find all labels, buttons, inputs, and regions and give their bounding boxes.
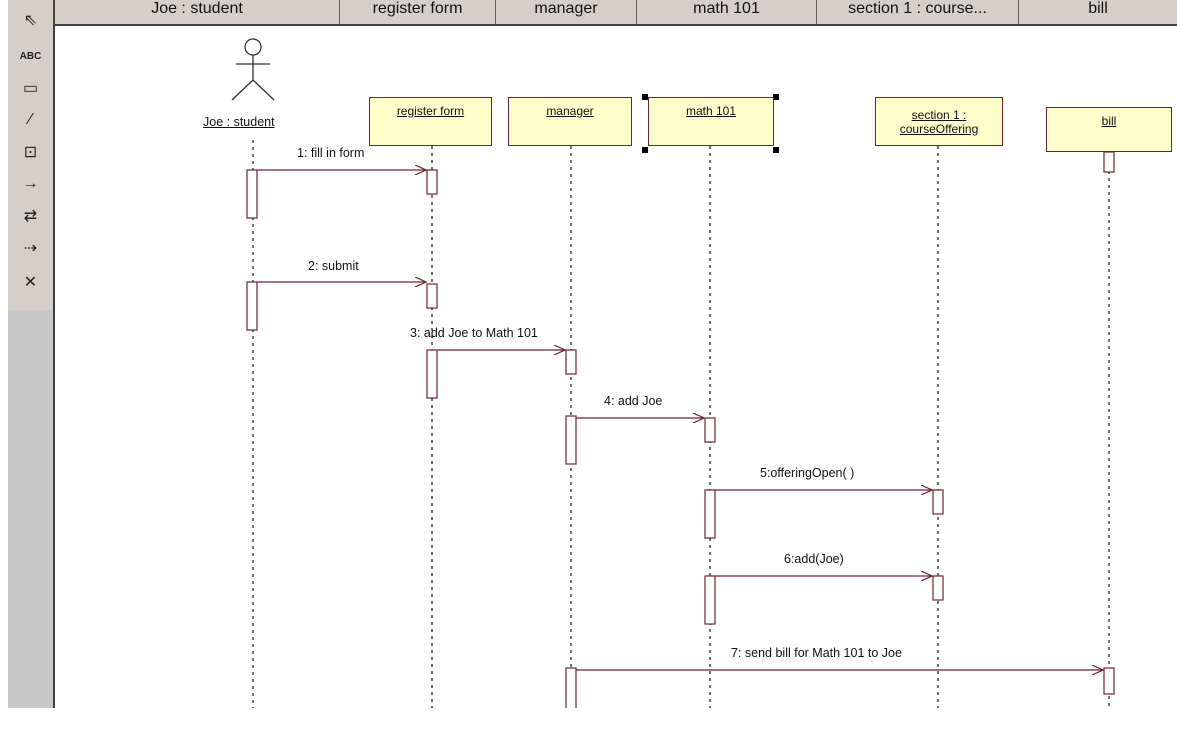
header-cell-manager[interactable]: manager	[496, 0, 637, 24]
destroy-marker-icon[interactable]: ✕	[12, 268, 49, 296]
selection-handles[interactable]	[642, 94, 779, 153]
toolbar-empty-area	[8, 310, 53, 720]
header-cell-joe-student[interactable]: Joe : student	[55, 0, 340, 24]
object-section1-label-line1: section 1 :	[911, 107, 967, 122]
header-cell-section1[interactable]: section 1 : course...	[817, 0, 1019, 24]
activation-bar[interactable]	[426, 283, 438, 309]
bottom-margin	[0, 708, 1177, 737]
actor-stick-figure[interactable]	[231, 38, 275, 101]
object-section1-courseoffering[interactable]: section 1 : courseOffering	[875, 97, 1003, 146]
object-bill[interactable]: bill	[1046, 107, 1172, 152]
header-cell-register-form[interactable]: register form	[340, 0, 496, 24]
activation-bar[interactable]	[704, 489, 716, 539]
select-pointer-icon[interactable]: ⇖	[12, 6, 49, 34]
note-tool-icon[interactable]: ▭	[12, 74, 49, 102]
header-cell-math101[interactable]: math 101	[637, 0, 817, 24]
return-message-glyph: ⇄	[23, 208, 38, 225]
object-tool-glyph: ⊡	[23, 144, 38, 161]
message-label-5[interactable]: 5:offeringOpen( )	[760, 466, 855, 480]
message-label-1[interactable]: 1: fill in form	[297, 146, 365, 160]
text-tool-icon[interactable]: ABC	[12, 42, 49, 70]
window-left-edge	[0, 0, 8, 737]
message-label-2[interactable]: 2: submit	[308, 259, 359, 273]
lifeline-header-bar: Joe : student register form manager math…	[55, 0, 1177, 26]
note-tool-glyph: ▭	[22, 80, 39, 97]
anchor-line-icon[interactable]: ⁄	[12, 106, 49, 134]
actor-label-joe-student[interactable]: Joe : student	[203, 115, 275, 129]
message-label-6[interactable]: 6:add(Joe)	[784, 552, 844, 566]
activation-bar[interactable]	[704, 417, 716, 443]
message-arrow-icon[interactable]: →	[12, 170, 49, 198]
async-message-icon[interactable]: ⇢	[12, 234, 49, 262]
object-register-form[interactable]: register form	[369, 97, 492, 146]
activation-bar[interactable]	[932, 489, 944, 515]
message-label-7[interactable]: 7: send bill for Math 101 to Joe	[731, 646, 902, 660]
message-label-4[interactable]: 4: add Joe	[604, 394, 663, 408]
diagram-toolbar: ⇖ ABC ▭ ⁄ ⊡ → ⇄ ⇢ ✕	[8, 0, 54, 720]
object-tool-icon[interactable]: ⊡	[12, 138, 49, 166]
activation-bar[interactable]	[246, 169, 258, 219]
message-label-3[interactable]: 3: add Joe to Math 101	[410, 326, 538, 340]
object-section1-label-line2: courseOffering	[899, 121, 979, 136]
activation-bar[interactable]	[246, 281, 258, 331]
object-manager-label: manager	[546, 103, 594, 118]
destroy-marker-glyph: ✕	[23, 274, 38, 291]
return-message-icon[interactable]: ⇄	[12, 202, 49, 230]
object-math101[interactable]: math 101	[648, 97, 774, 146]
activation-bar[interactable]	[1103, 151, 1115, 173]
object-register-form-label: register form	[396, 103, 465, 118]
header-cell-bill[interactable]: bill	[1088, 0, 1108, 17]
activation-bar[interactable]	[426, 349, 438, 399]
select-pointer-glyph: ⇖	[23, 12, 38, 29]
async-message-glyph: ⇢	[23, 240, 38, 257]
activation-bar[interactable]	[426, 169, 438, 195]
object-math101-label: math 101	[685, 103, 737, 118]
message-arrow-glyph: →	[22, 175, 39, 192]
object-manager[interactable]: manager	[508, 97, 632, 146]
activation-bar[interactable]	[704, 575, 716, 625]
anchor-line-glyph: ⁄	[29, 111, 32, 128]
activation-bar[interactable]	[1103, 667, 1115, 695]
text-tool-glyph: ABC	[19, 50, 42, 62]
activation-bar[interactable]	[932, 575, 944, 601]
object-bill-label: bill	[1101, 113, 1117, 128]
activation-bar[interactable]	[565, 349, 577, 375]
activation-bar[interactable]	[565, 415, 577, 465]
